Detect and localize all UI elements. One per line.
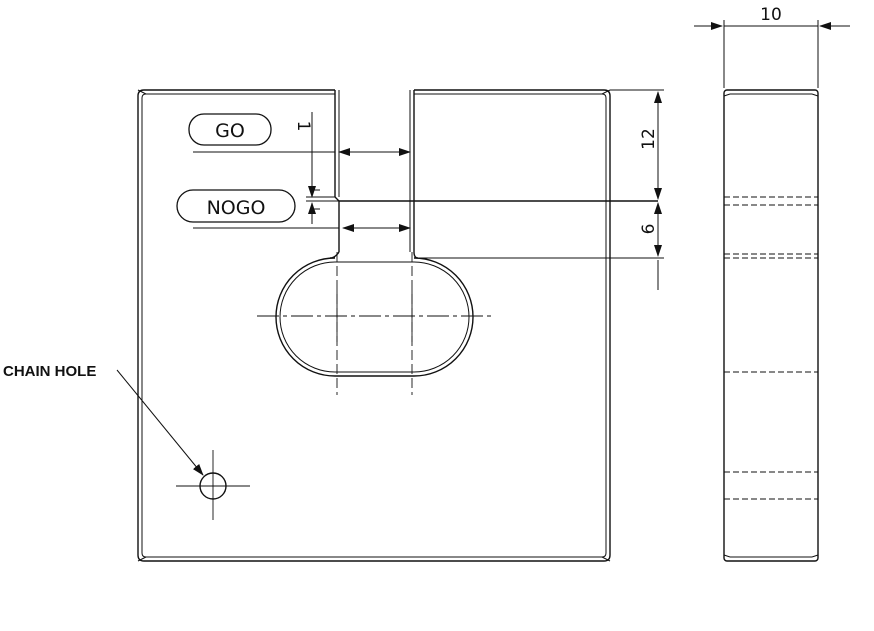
body-outline [137, 89, 611, 562]
center-lines [176, 252, 495, 520]
oblong-hole [275, 251, 474, 377]
dim-nogo-length: 6 [639, 224, 659, 235]
height-dimensions [418, 89, 664, 290]
dim-step: 1 [293, 121, 313, 132]
chain-hole-leader [116, 369, 204, 476]
side-view [723, 89, 819, 562]
go-nogo-dimensions [193, 112, 411, 232]
oblong-hole-inner [279, 261, 470, 373]
hidden-lines [724, 196, 818, 500]
dim-slot-depth: 12 [639, 128, 659, 150]
go-label: GO [215, 120, 245, 142]
dim-thickness: 10 [760, 5, 782, 25]
go-label-pill [188, 113, 272, 146]
nogo-label: NOGO [207, 197, 266, 219]
nogo-label-pill [176, 189, 296, 223]
front-view [137, 89, 658, 562]
thickness-dimension [694, 20, 850, 88]
body-chamfer [141, 93, 607, 558]
slot-left-wall [334, 90, 340, 252]
chain-hole-label: CHAIN HOLE [3, 363, 96, 380]
side-outline [723, 89, 819, 562]
